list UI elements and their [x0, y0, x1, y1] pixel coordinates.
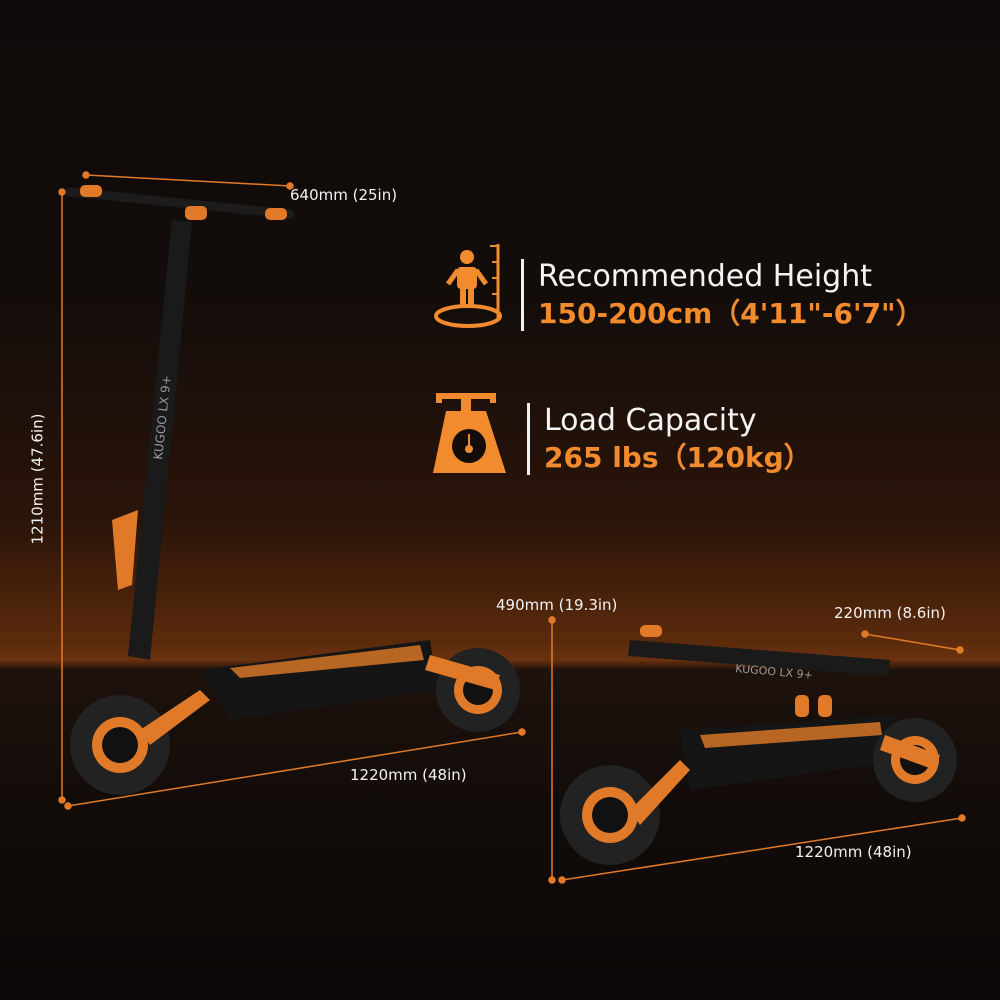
- scale-icon: [433, 393, 506, 473]
- spec-title: Load Capacity: [544, 403, 757, 438]
- folded-width-label: 220mm (8.6in): [834, 604, 946, 622]
- spec-value: 265 lbs（120kg）: [544, 441, 812, 474]
- handlebar-width-label: 640mm (25in): [290, 186, 398, 204]
- spec-value: 150-200cm（4'11"-6'7"）: [538, 297, 924, 330]
- length-folded-label: 1220mm (48in): [795, 843, 912, 861]
- divider: [527, 403, 530, 475]
- height-label: 1210mm (47.6in): [28, 413, 47, 545]
- spec-load-capacity: Load Capacity 265 lbs（120kg）: [511, 402, 812, 476]
- person-height-icon: [434, 244, 502, 328]
- length-unfolded-label: 1220mm (48in): [350, 766, 467, 784]
- scooter-unfolded: KUGOO LX 9+: [65, 185, 520, 795]
- scooter-folded: KUGOO LX 9+: [560, 625, 957, 865]
- spec-title: Recommended Height: [538, 259, 872, 294]
- divider: [521, 259, 524, 331]
- folded-height-label: 490mm (19.3in): [496, 596, 618, 614]
- spec-recommended-height: Recommended Height 150-200cm（4'11"-6'7"）: [505, 258, 924, 332]
- dimension-lines: [58, 171, 966, 884]
